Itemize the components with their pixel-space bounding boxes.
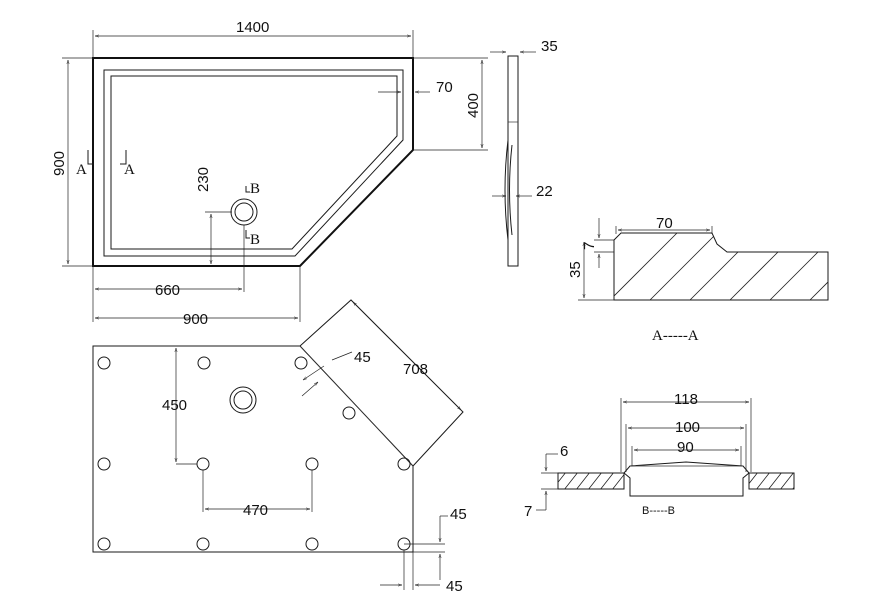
underside-drain-outer — [229, 386, 257, 414]
dim-section-a-step: 7 — [581, 242, 598, 250]
section-b-caption: B-----B — [642, 505, 675, 517]
support-foot — [97, 356, 111, 370]
dim-section-b-outer: 118 — [674, 391, 698, 408]
dim-foot-spacing: 470 — [243, 502, 268, 519]
underside-outline — [92, 345, 414, 553]
dim-angle-offset: 45 — [354, 349, 371, 366]
underside-angled-panel — [299, 299, 464, 467]
top-view: 1400 900 400 70 A A B B 230 660 — [51, 19, 488, 328]
underside-drain-inner — [233, 390, 253, 410]
drain-inner-circle — [234, 202, 254, 222]
dim-right-height: 400 — [465, 93, 482, 118]
support-feet — [97, 356, 411, 551]
dim-side-depth: 22 — [536, 183, 553, 200]
tray-inner-basin — [110, 75, 398, 250]
side-view: 35 22 — [490, 38, 558, 267]
dim-section-a-total: 35 — [567, 261, 584, 278]
support-foot — [305, 457, 319, 471]
section-b-view: 118 100 90 6 7 B-----B — [524, 391, 795, 520]
dim-section-b-top: 6 — [560, 443, 568, 460]
support-foot — [197, 356, 211, 370]
section-a-profile — [613, 232, 829, 301]
support-foot — [97, 537, 111, 551]
section-a-caption: A-----A — [652, 328, 699, 344]
dim-drain-offset: 660 — [155, 282, 180, 299]
support-foot — [305, 537, 319, 551]
dim-section-a-rim: 70 — [656, 215, 673, 232]
section-a-right-label: A — [124, 162, 135, 178]
support-foot — [397, 457, 411, 471]
dim-side-thickness: 35 — [541, 38, 558, 55]
section-a-left-label: A — [76, 162, 87, 178]
side-profile — [507, 55, 519, 267]
dim-rim: 70 — [436, 79, 453, 96]
section-b-top-label: B — [250, 181, 260, 197]
tray-inner-rim — [103, 69, 404, 257]
drain-section — [623, 461, 750, 497]
dim-section-b-middle: 100 — [675, 419, 700, 436]
support-foot — [342, 406, 356, 420]
section-b-bottom-label: B — [250, 232, 260, 248]
dim-width-total: 1400 — [236, 19, 269, 36]
dim-section-b-bottom: 7 — [524, 503, 532, 520]
dim-drain-height: 230 — [195, 167, 212, 192]
section-a-view: 70 7 35 A-----A — [567, 215, 829, 344]
tray-outer-outline — [92, 57, 414, 267]
dim-underside-vertical: 450 — [162, 397, 187, 414]
dim-height-total: 900 — [51, 151, 68, 176]
support-foot — [97, 457, 111, 471]
dim-bottom-width: 900 — [183, 311, 208, 328]
underside-view: 708 45 450 470 45 45 — [92, 299, 467, 595]
support-foot — [196, 537, 210, 551]
dim-corner-right: 45 — [450, 506, 467, 523]
support-foot — [294, 356, 308, 370]
dim-section-b-inner: 90 — [677, 439, 694, 456]
dim-corner-bottom: 45 — [446, 578, 463, 595]
support-foot — [196, 457, 210, 471]
dim-angle-edge: 708 — [403, 361, 428, 378]
